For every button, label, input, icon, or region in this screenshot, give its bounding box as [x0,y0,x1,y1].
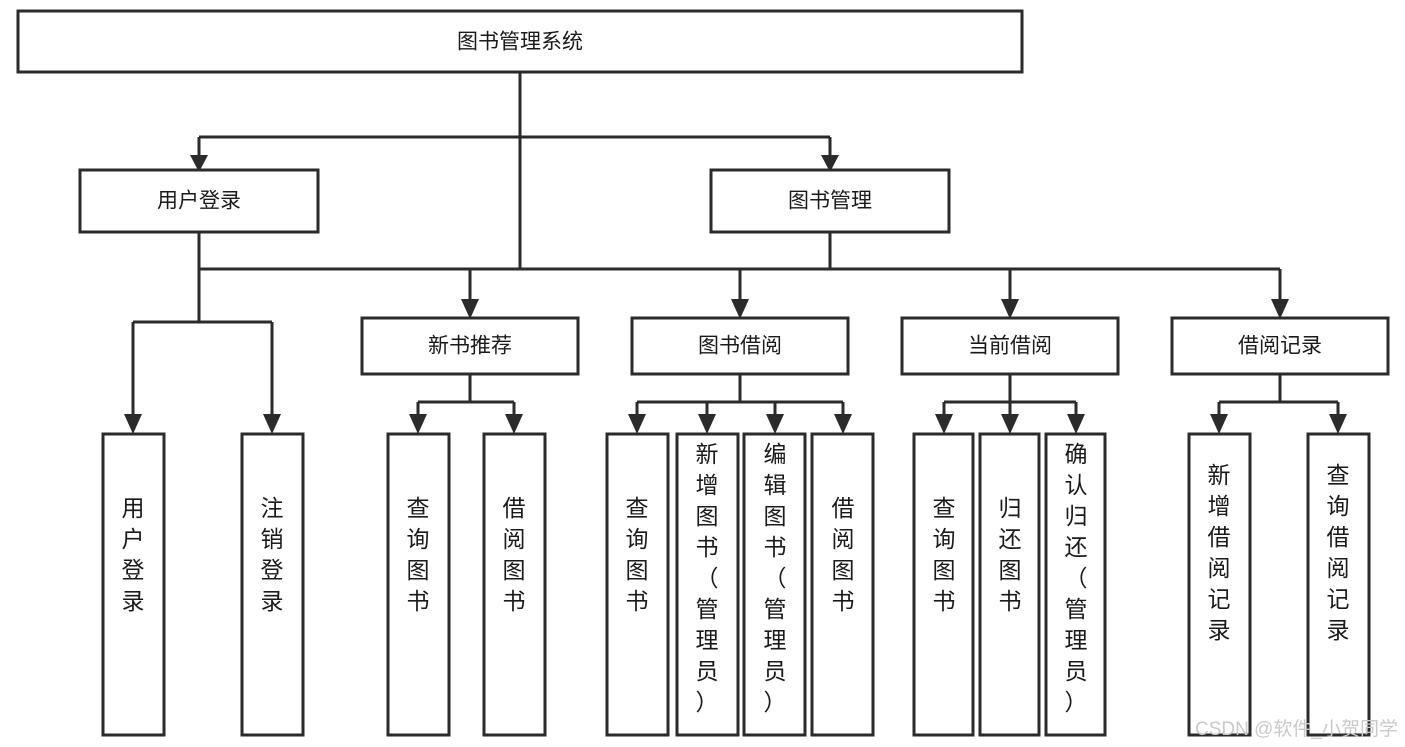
node-leaf-borrow-book-1-label: 借阅图书 [503,495,526,614]
node-leaf-query-book-2[interactable]: 查询图书 [605,432,670,737]
node-borrow-record-box[interactable] [1170,316,1390,376]
arrow-leaf-logout-login [263,414,281,434]
node-user-login-label: 用户登录 [157,190,241,213]
arrow-leaf-add-book [698,414,716,434]
node-leaf-borrow-book-2-box[interactable] [810,432,875,737]
node-book-management-label: 图书管理 [788,190,872,213]
arrow-book-borrow [731,299,749,319]
node-leaf-query-book-2-label: 查询图书 [626,495,649,614]
node-book-management[interactable]: 图书管理 [709,168,951,234]
node-leaf-borrow-book-1-box[interactable] [482,432,547,737]
node-current-borrow-box[interactable] [900,316,1120,376]
arrow-leaf-query-book-3 [935,414,953,434]
arrow-book-management [821,155,839,172]
node-leaf-confirm-return-box[interactable] [1044,432,1107,737]
arrow-new-book-recommend [461,299,479,319]
node-new-book-recommend-box[interactable] [360,316,580,376]
node-leaf-query-record-label: 查询借阅记录 [1327,462,1350,643]
node-leaf-query-record[interactable]: 查询借阅记录 [1306,432,1371,737]
node-leaf-borrow-book-2-label: 借阅图书 [832,495,855,614]
node-leaf-query-book-1-box[interactable] [386,432,451,737]
node-root-box[interactable] [16,9,1024,74]
node-leaf-user-login-label: 用户登录 [122,495,145,614]
node-leaf-logout-login-label: 注销登录 [261,495,284,614]
node-user-login-box[interactable] [78,168,320,234]
node-root-label: 图书管理系统 [457,31,583,54]
arrow-borrow-record [1271,299,1289,319]
node-leaf-add-record[interactable]: 新增借阅记录 [1187,432,1252,737]
node-leaf-add-book-box[interactable] [675,432,740,737]
node-leaf-query-book-3[interactable]: 查询图书 [912,432,975,737]
node-book-management-box[interactable] [709,168,951,234]
arrow-leaf-add-record [1210,414,1228,434]
arrow-leaf-borrow-book-1 [505,414,523,434]
node-leaf-edit-book-box[interactable] [742,432,807,737]
arrow-leaf-query-book-1 [409,414,427,434]
arrow-leaf-query-book-2 [628,414,646,434]
node-leaf-add-record-box[interactable] [1187,432,1252,737]
node-leaf-borrow-book-1[interactable]: 借阅图书 [482,432,547,737]
watermark-text: CSDN @软件_小贺同学 [1195,718,1398,740]
node-leaf-confirm-return[interactable]: 确认归还（管理员） [1044,432,1107,737]
node-leaf-add-book-label: 新增图书（管理员） [696,441,719,715]
arrow-current-borrow [1001,299,1019,319]
node-current-borrow-label: 当前借阅 [968,335,1052,358]
arrow-user-login [190,155,208,172]
node-book-borrow[interactable]: 图书借阅 [630,316,850,376]
node-leaf-query-book-3-label: 查询图书 [933,495,956,614]
arrow-leaf-confirm-return [1067,414,1085,434]
node-leaf-add-book[interactable]: 新增图书（管理员） [675,432,740,737]
node-leaf-return-book-label: 归还图书 [999,495,1022,614]
node-leaf-borrow-book-2[interactable]: 借阅图书 [810,432,875,737]
node-leaf-query-book-2-box[interactable] [605,432,670,737]
node-leaf-query-book-1-label: 查询图书 [407,495,430,614]
node-current-borrow[interactable]: 当前借阅 [900,316,1120,376]
node-leaf-return-book-box[interactable] [978,432,1041,737]
node-leaf-logout-login-box[interactable] [240,432,305,737]
node-leaf-edit-book[interactable]: 编辑图书（管理员） [742,432,807,737]
arrow-leaf-edit-book [766,414,784,434]
node-book-borrow-box[interactable] [630,316,850,376]
node-leaf-edit-book-label: 编辑图书（管理员） [764,441,787,715]
arrow-leaf-query-record [1329,414,1347,434]
arrow-leaf-borrow-book-2 [834,414,852,434]
arrow-leaf-return-book [1001,414,1019,434]
node-leaf-confirm-return-label: 确认归还（管理员） [1065,441,1088,715]
node-book-borrow-label: 图书借阅 [698,335,782,358]
node-leaf-query-book-1[interactable]: 查询图书 [386,432,451,737]
node-leaf-add-record-label: 新增借阅记录 [1208,462,1231,643]
node-new-book-recommend[interactable]: 新书推荐 [360,316,580,376]
connector-layer [124,72,1347,434]
node-new-book-recommend-label: 新书推荐 [428,335,512,358]
node-leaf-query-record-box[interactable] [1306,432,1371,737]
node-user-login[interactable]: 用户登录 [78,168,320,234]
arrow-leaf-user-login [124,414,142,434]
node-leaf-user-login[interactable]: 用户登录 [101,432,166,737]
node-leaf-logout-login[interactable]: 注销登录 [240,432,305,737]
node-leaf-query-book-3-box[interactable] [912,432,975,737]
node-borrow-record[interactable]: 借阅记录 [1170,316,1390,376]
node-root[interactable]: 图书管理系统 [16,9,1024,74]
node-borrow-record-label: 借阅记录 [1238,335,1322,358]
node-leaf-user-login-box[interactable] [101,432,166,737]
node-leaf-return-book[interactable]: 归还图书 [978,432,1041,737]
